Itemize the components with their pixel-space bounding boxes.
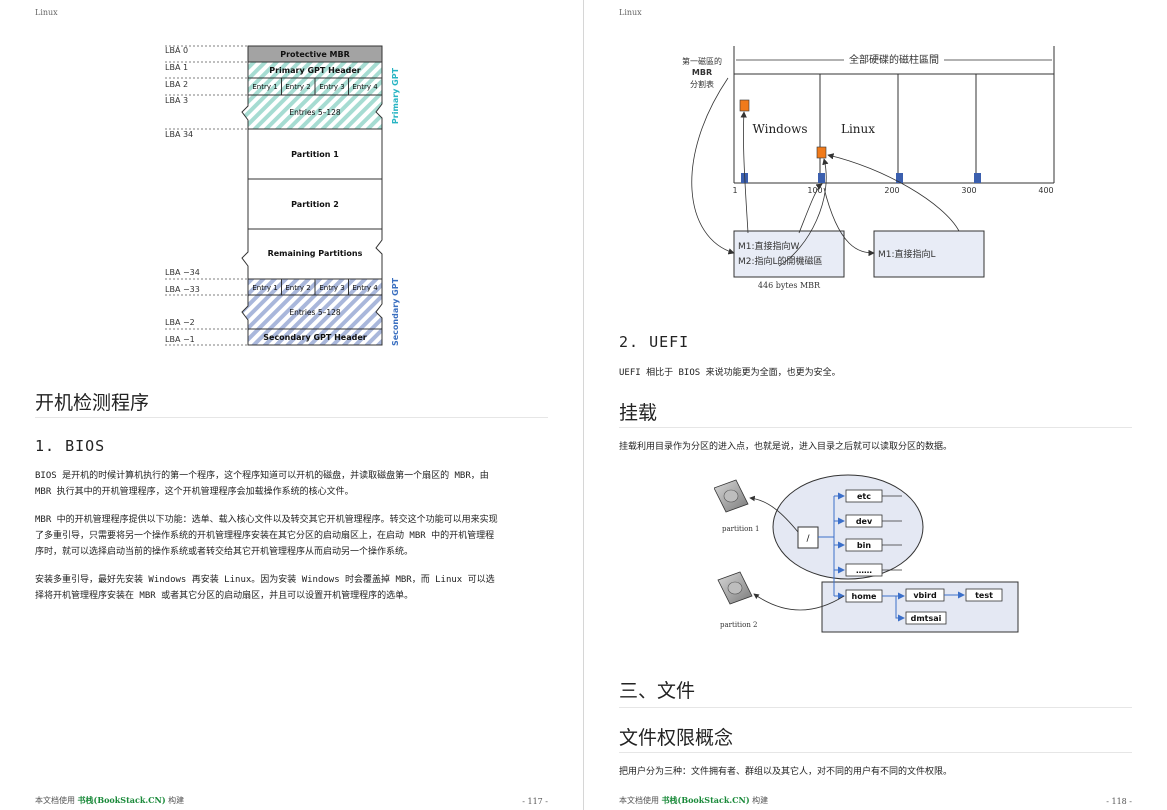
chapter-title: 三、文件: [619, 680, 696, 702]
root-dir-label: /: [806, 534, 810, 544]
cylinder-range-label: 全部硬碟的磁柱區間: [849, 53, 939, 66]
page-118: Linux 全部硬碟的磁柱區間 第一磁區的 MBR 分割表 Windows Li…: [584, 0, 1167, 810]
mount-text: 挂载利用目录作为分区的进入点，也就是说，进入目录之后就可以读取分区的数据。: [619, 442, 953, 452]
paragraph-line: MBR 执行其中的开机管理程序，这个开机管理程序会加载操作系统的核心文件。: [35, 487, 354, 497]
primary-entry-label: Entry 3: [319, 83, 344, 91]
mount-title: 挂载: [619, 402, 658, 424]
uefi-title: 2. UEFI: [619, 333, 690, 351]
primary-entry-label: Entry 2: [285, 83, 310, 91]
paragraph: 安装多重引导，最好先安装 Windows 再安装 Linux。因为安装 Wind…: [35, 572, 548, 604]
page-number: - 117 -: [522, 797, 548, 806]
secondary-entry-label: Entry 2: [285, 284, 310, 292]
primary-entries-rest-label: Entries 5–128: [289, 108, 341, 117]
page-117: Linux LBA 0 LBA 1 LBA 2 LBA 3 LBA 34 LBA…: [0, 0, 583, 810]
primary-entry-label: Entry 4: [352, 83, 378, 91]
lba-label: LBA 3: [165, 96, 188, 105]
section-rule: [619, 427, 1132, 428]
secondary-header-label: Secondary GPT Header: [263, 333, 367, 342]
lba-label: LBA 2: [165, 80, 188, 89]
vbird-dir-label: vbird: [913, 591, 937, 600]
windows-label: Windows: [752, 122, 807, 136]
lba-label: LBA −34: [165, 268, 200, 277]
mount-diagram: partition 1 partition 2 / etc dev bin: [714, 474, 1019, 633]
page-divider: [583, 0, 584, 810]
secondary-entries-rest-label: Entries 5–128: [289, 308, 341, 317]
footer-brand-link[interactable]: 书栈(BookStack.CN): [661, 795, 750, 805]
lba-label: LBA 0: [165, 46, 188, 55]
mbr-side-label: MBR: [692, 68, 712, 77]
mbr-boot-diagram: 全部硬碟的磁柱區間 第一磁區的 MBR 分割表 Windows Linux 1 …: [682, 46, 1055, 290]
linux-label: Linux: [841, 122, 875, 136]
primary-entry-label: Entry 1: [252, 83, 277, 91]
primary-header-label: Primary GPT Header: [269, 66, 361, 75]
gpt-layout-diagram: LBA 0 LBA 1 LBA 2 LBA 3 LBA 34 LBA −34 L…: [165, 45, 400, 346]
paragraph: MBR 中的开机管理程序提供以下功能：选单、载入核心文件以及转交其它开机管理程序…: [35, 512, 548, 560]
section-rule: [619, 752, 1132, 753]
lba-label: LBA 34: [165, 130, 193, 139]
lba-label: LBA 1: [165, 63, 188, 72]
paragraph-line: 了多重引导，只需要将另一个操作系统的开机管理程序安装在其它分区的启动扇区上，在启…: [35, 531, 495, 541]
section-title: 开机检测程序: [35, 392, 150, 414]
lba-label: LBA −2: [165, 318, 195, 327]
cylinder-tick: 100: [807, 186, 822, 195]
secondary-entry-label: Entry 4: [352, 284, 378, 292]
subsection-title: 1. BIOS: [35, 437, 106, 455]
paragraph-line: 序时，就可以选择启动当前的操作系统或者转交给其它开机管理程序从而启动另一个操作系…: [35, 547, 414, 557]
footer-prefix: 本文档使用: [35, 796, 78, 805]
section-rule: [619, 707, 1132, 708]
paragraph-line: 安装多重引导，最好先安装 Windows 再安装 Linux。因为安装 Wind…: [35, 575, 495, 585]
paragraph: BIOS 是开机的时候计算机执行的第一个程序，这个程序知道可以开机的磁盘，并读取…: [35, 468, 548, 500]
home-dir-label: home: [852, 592, 878, 601]
secondary-entry-label: Entry 1: [252, 284, 277, 292]
dmtsai-dir-label: dmtsai: [911, 614, 942, 623]
cylinder-tick: 400: [1038, 186, 1053, 195]
partition-2-label: partition 2: [720, 621, 758, 629]
secondary-entry-label: Entry 3: [319, 284, 344, 292]
paragraph-line: MBR 中的开机管理程序提供以下功能：选单、载入核心文件以及转交其它开机管理程序…: [35, 515, 498, 525]
dir-label: etc: [857, 492, 871, 501]
partition-1-label: partition 1: [722, 525, 760, 533]
test-dir-label: test: [975, 591, 993, 600]
lba-label: LBA −1: [165, 335, 195, 344]
cylinder-tick: 1: [732, 186, 737, 195]
paragraph-line: 择将开机管理程序安装在 MBR 或者其它分区的启动扇区，并且可以设置开机管理程序…: [35, 591, 414, 601]
partition-1-label: Partition 1: [291, 150, 339, 159]
mbr-side-label: 第一磁區的: [682, 56, 722, 66]
mbr-side-label: 分割表: [690, 79, 714, 89]
dir-label: bin: [857, 541, 871, 550]
cylinder-tick: 300: [961, 186, 976, 195]
mbr-box-line: M2:指向L的開機磁區: [738, 255, 823, 267]
footer-suffix: 构建: [749, 796, 769, 805]
cylinder-tick: 200: [884, 186, 899, 195]
primary-gpt-side-label: Primary GPT: [391, 67, 400, 124]
perm-title: 文件权限概念: [619, 727, 734, 749]
mbr-box-caption: 446 bytes MBR: [758, 281, 821, 290]
dir-label: ……: [856, 566, 872, 575]
protective-mbr-label: Protective MBR: [280, 50, 350, 59]
section-rule: [35, 417, 548, 418]
uefi-text: UEFI 相比于 BIOS 来说功能更为全面，也更为安全。: [619, 368, 841, 378]
footer-credit: 本文档使用 书栈(BookStack.CN) 构建: [35, 795, 184, 806]
footer-prefix: 本文档使用: [619, 796, 662, 805]
remaining-partitions-label: Remaining Partitions: [268, 249, 363, 258]
secondary-gpt-side-label: Secondary GPT: [391, 277, 400, 346]
dir-label: dev: [856, 517, 873, 526]
running-head: Linux: [35, 8, 58, 17]
page-number: - 118 -: [1106, 797, 1132, 806]
perm-text: 把用户分为三种：文件拥有者、群组以及其它人，对不同的用户有不同的文件权限。: [619, 767, 953, 777]
lba-label: LBA −33: [165, 285, 200, 294]
paragraph-line: BIOS 是开机的时候计算机执行的第一个程序，这个程序知道可以开机的磁盘，并读取…: [35, 471, 489, 481]
footer-credit: 本文档使用 书栈(BookStack.CN) 构建: [619, 795, 768, 806]
footer-brand-link[interactable]: 书栈(BookStack.CN): [77, 795, 166, 805]
running-head: Linux: [619, 8, 642, 17]
partition-2-label: Partition 2: [291, 200, 339, 209]
disk-icon: [714, 479, 749, 513]
vbr-box-line: M1:直接指向L: [878, 248, 936, 260]
disk-icon: [717, 571, 753, 605]
mbr-box-line: M1:直接指向W: [738, 240, 800, 252]
footer-suffix: 构建: [165, 796, 185, 805]
